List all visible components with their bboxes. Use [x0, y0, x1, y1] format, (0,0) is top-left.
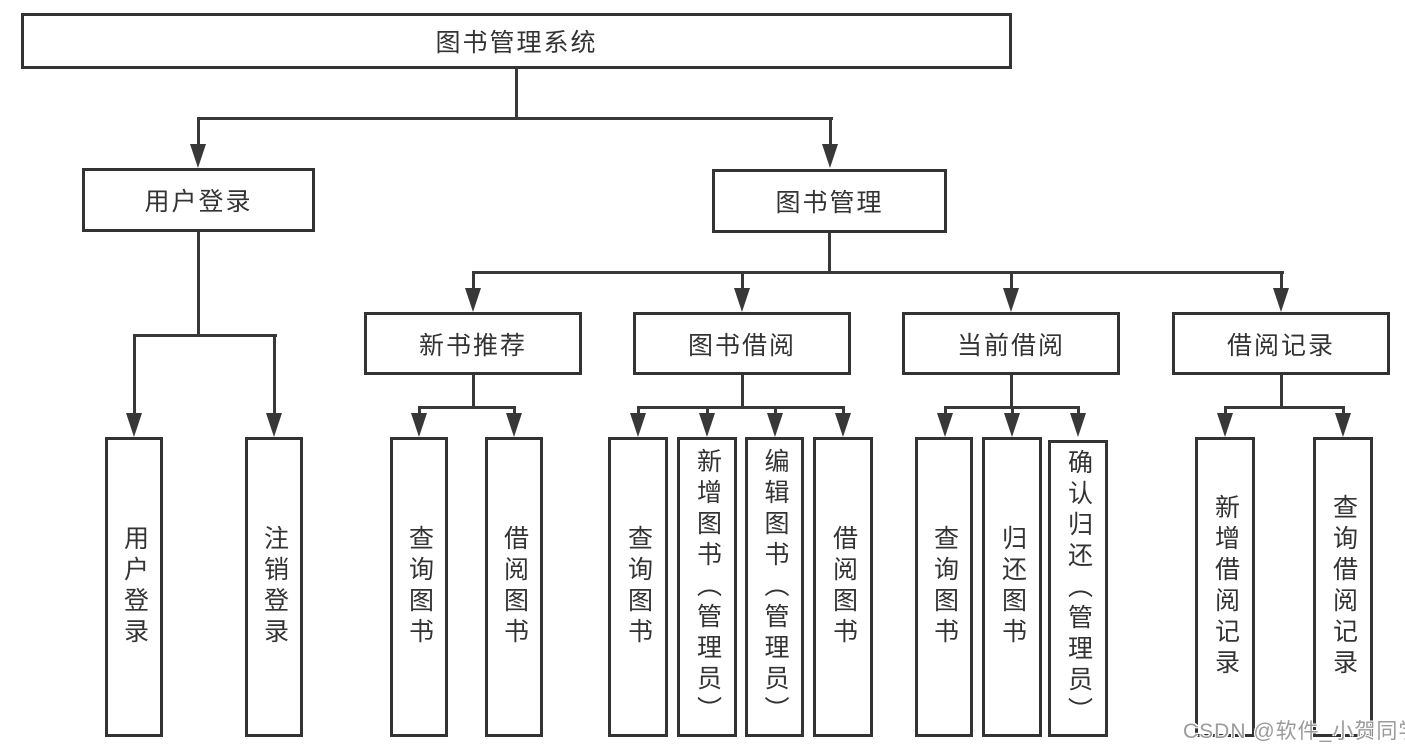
connector-borrow-records-rail: [1224, 406, 1345, 409]
node-borrow-records-label: 借阅记录: [1226, 331, 1335, 360]
leaf-query-books-recommend: 查询图书: [390, 437, 448, 737]
arrowhead-leaf: [1004, 413, 1020, 437]
leaf-add-books-admin-label: 新增图书（管理员）: [693, 447, 722, 727]
connector-drop-leaf: [418, 406, 421, 418]
leaf-query-borrow-record: 查询借阅记录: [1313, 437, 1373, 737]
leaf-user-login-label: 用户登录: [120, 525, 149, 649]
leaf-edit-books-admin: 编辑图书（管理员）: [745, 437, 804, 737]
connector-book-borrow-stem: [741, 375, 744, 409]
leaf-borrow-books-recommend: 借阅图书: [485, 437, 543, 737]
connector-drop-leaf: [774, 406, 777, 418]
leaf-add-borrow-record: 新增借阅记录: [1195, 437, 1255, 737]
connector-book-management-stem: [828, 233, 831, 274]
leaf-return-books: 归还图书: [982, 437, 1042, 737]
connector-drop-leaf: [1077, 406, 1080, 418]
connector-book-borrow-rail: [637, 406, 845, 409]
connector-new-book-stem: [472, 375, 475, 409]
leaf-query-books-borrow-label: 查询图书: [624, 525, 653, 649]
leaf-add-borrow-record-label: 新增借阅记录: [1211, 494, 1240, 680]
leaf-borrow-books-label: 借阅图书: [829, 525, 858, 649]
arrowhead-leaf: [1335, 413, 1351, 437]
arrowhead-leaf: [937, 413, 953, 437]
node-user-login: 用户登录: [82, 168, 315, 232]
node-user-login-label: 用户登录: [144, 188, 253, 216]
arrowhead-user-login: [190, 144, 206, 168]
leaf-borrow-books-recommend-label: 借阅图书: [500, 525, 529, 649]
leaf-logout: 注销登录: [245, 437, 303, 737]
leaf-query-books-borrow: 查询图书: [608, 437, 668, 737]
leaf-query-books-recommend-label: 查询图书: [405, 525, 434, 649]
node-borrow-records: 借阅记录: [1172, 312, 1390, 375]
connector-borrow-records-stem: [1280, 375, 1283, 409]
node-book-borrow-label: 图书借阅: [687, 331, 796, 360]
arrowhead-leaf-login: [126, 413, 142, 437]
connector-new-book-rail: [418, 406, 516, 409]
connector-current-borrow-stem: [1010, 375, 1013, 409]
arrowhead-book-management: [822, 144, 838, 168]
connector-drop-leaf-logout: [273, 334, 276, 416]
node-book-borrow: 图书借阅: [633, 312, 851, 375]
connector-user-login-stem: [197, 232, 200, 337]
csdn-watermark: CSDN @软件_小贺同学: [1183, 720, 1405, 743]
node-root-label: 图书管理系统: [435, 29, 598, 57]
arrowhead-leaf: [1217, 413, 1233, 437]
connector-root-stem: [515, 69, 518, 120]
arrowhead-leaf: [1070, 413, 1086, 437]
connector-drop-leaf: [637, 406, 640, 418]
connector-drop-user-login: [197, 117, 200, 148]
leaf-add-books-admin: 新增图书（管理员）: [677, 437, 737, 737]
arrowhead-book-borrow: [734, 288, 750, 312]
node-book-management-label: 图书管理: [775, 189, 884, 217]
arrowhead-leaf: [835, 413, 851, 437]
connector-drop-leaf: [944, 406, 947, 418]
leaf-query-borrow-record-label: 查询借阅记录: [1329, 494, 1358, 680]
leaf-logout-label: 注销登录: [260, 525, 289, 649]
connector-drop-book-borrow: [741, 271, 744, 291]
arrowhead-leaf: [699, 413, 715, 437]
arrowhead-leaf: [630, 413, 646, 437]
connector-drop-borrow-records: [1280, 271, 1283, 291]
arrowhead-borrow-records: [1273, 288, 1289, 312]
arrowhead-current-borrow: [1003, 288, 1019, 312]
connector-drop-current-borrow: [1010, 271, 1013, 291]
node-book-management: 图书管理: [712, 169, 947, 233]
connector-drop-leaf: [706, 406, 709, 418]
connector-user-login-rail: [133, 334, 277, 337]
arrowhead-leaf: [506, 413, 522, 437]
leaf-edit-books-admin-label: 编辑图书（管理员）: [761, 447, 789, 727]
connector-level1-rail: [197, 117, 833, 120]
node-new-book-recommend: 新书推荐: [364, 312, 582, 375]
connector-drop-new-book: [472, 271, 475, 291]
leaf-query-books-current-label: 查询图书: [930, 525, 959, 649]
leaf-confirm-return-admin: 确认归还（管理员）: [1048, 440, 1108, 737]
arrowhead-new-book: [465, 288, 481, 312]
connector-level3-rail: [472, 271, 1284, 274]
arrowhead-leaf: [767, 413, 783, 437]
connector-drop-book-management: [829, 117, 832, 148]
leaf-confirm-return-admin-label: 确认归还（管理员）: [1064, 449, 1093, 728]
leaf-return-books-label: 归还图书: [998, 525, 1027, 649]
connector-drop-leaf: [842, 406, 845, 418]
connector-drop-leaf: [1011, 406, 1014, 418]
node-root: 图书管理系统: [21, 13, 1012, 69]
connector-drop-leaf-login: [133, 334, 136, 416]
arrowhead-leaf: [411, 413, 427, 437]
leaf-user-login: 用户登录: [105, 437, 163, 737]
node-new-book-recommend-label: 新书推荐: [418, 331, 527, 360]
connector-drop-leaf: [1342, 406, 1345, 418]
node-current-borrow-label: 当前借阅: [956, 331, 1065, 360]
connector-drop-leaf: [513, 406, 516, 418]
connector-drop-leaf: [1224, 406, 1227, 418]
node-current-borrow: 当前借阅: [902, 312, 1120, 375]
leaf-query-books-current: 查询图书: [915, 437, 973, 737]
leaf-borrow-books: 借阅图书: [813, 437, 873, 737]
arrowhead-leaf-logout: [266, 413, 282, 437]
